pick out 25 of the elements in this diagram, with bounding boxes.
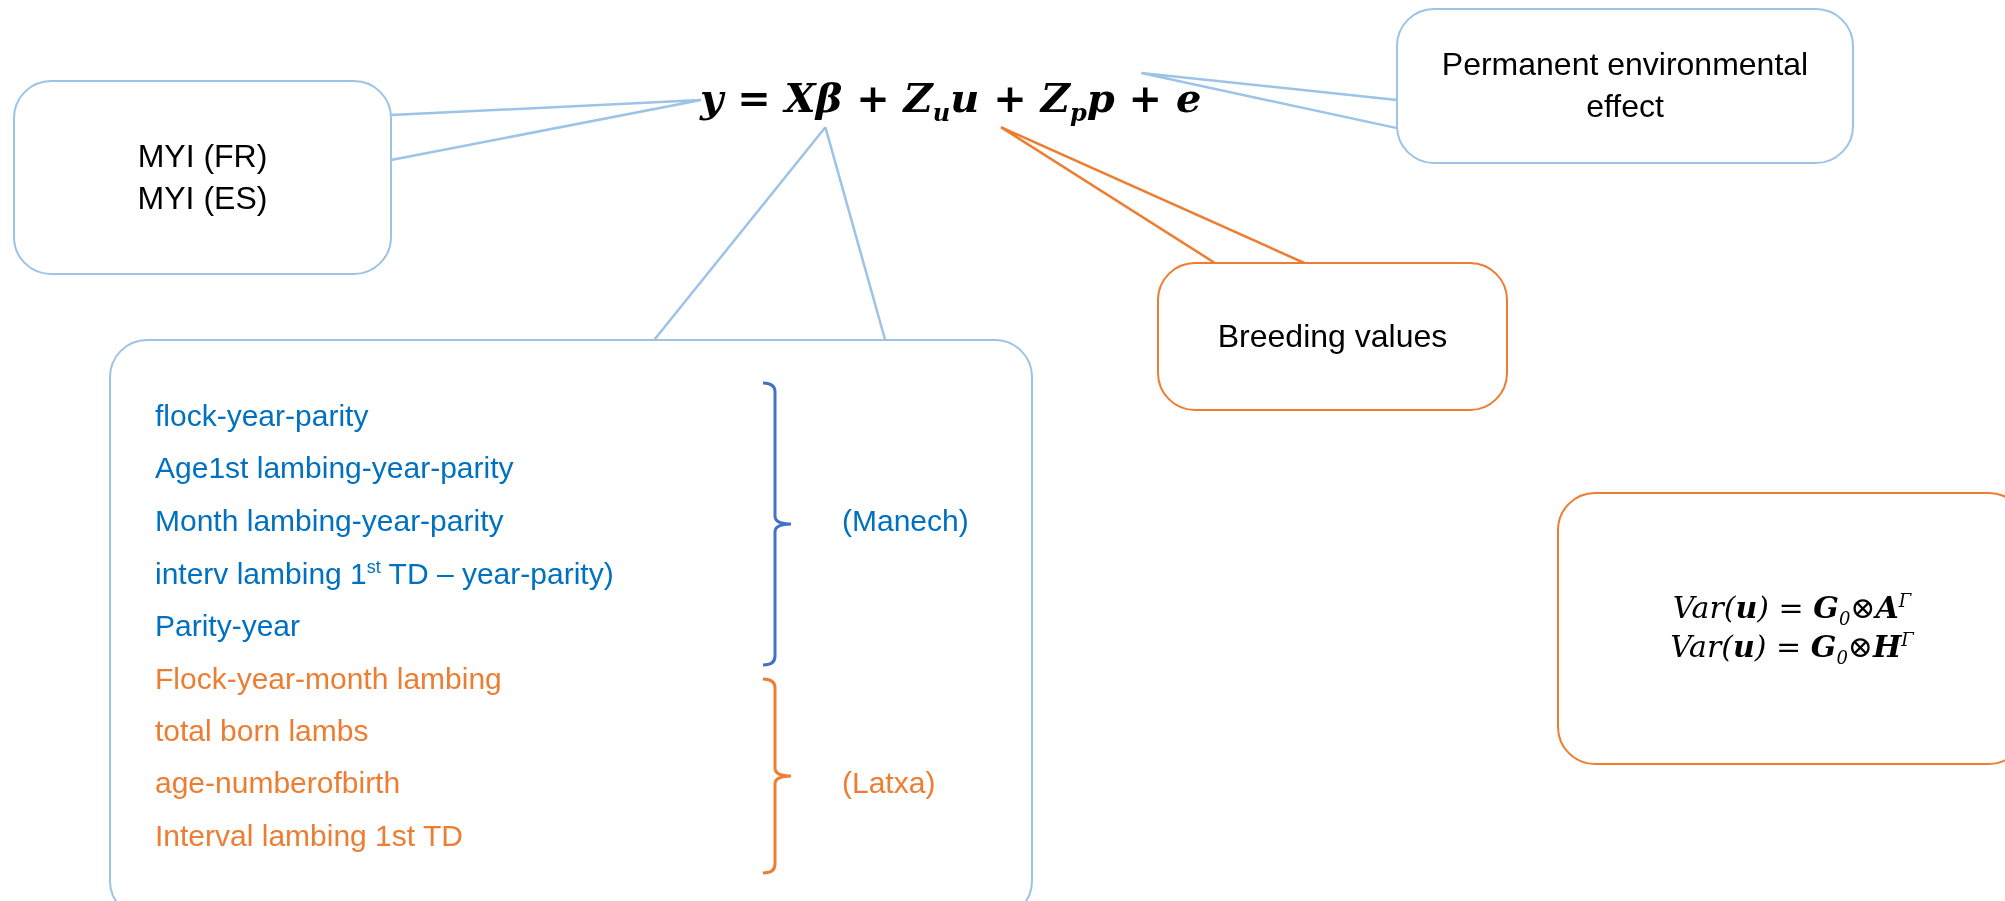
callout-text: MYI (ES) <box>137 178 268 218</box>
effect-text: age-numberofbirth <box>155 766 401 800</box>
variance-box <box>1557 492 2005 765</box>
effect-text: Interval lambing 1st TD <box>155 819 463 853</box>
effect-text: flock-year-parity <box>155 399 369 433</box>
callout-text: Permanent environmental effect <box>1440 45 1810 126</box>
group-label: (Latxa) <box>842 766 936 800</box>
effect-text: Parity-year <box>155 609 301 643</box>
effect-text: Flock-year-month lambing <box>155 662 502 696</box>
group-label: (Manech) <box>842 504 969 538</box>
callout-box <box>1396 8 1854 164</box>
equation: Var(u) = G$_{0}$⊗H$^{Γ}$ <box>1670 628 1914 668</box>
equation: y = Xβ + Z$_{u}$u + Z$_{p}$p + e <box>700 72 1202 129</box>
effect-text: interv lambing 1$^{st}$ TD – year-parity) <box>155 557 614 591</box>
callout-text: MYI (FR) <box>137 136 268 176</box>
callout-box <box>1157 262 1508 411</box>
callout-pointer <box>999 125 1306 265</box>
effect-text: Month lambing-year-parity <box>155 504 504 538</box>
effect-text: total born lambs <box>155 714 369 748</box>
callout-pointer <box>652 125 887 342</box>
effect-text: Age1st lambing-year-parity <box>155 451 514 485</box>
callout-text: Breeding values <box>1217 316 1448 356</box>
callout-box <box>109 339 1033 901</box>
equation: Var(u) = G$_{0}$⊗A$^{Γ}$ <box>1672 589 1912 629</box>
callout-box <box>13 80 392 275</box>
